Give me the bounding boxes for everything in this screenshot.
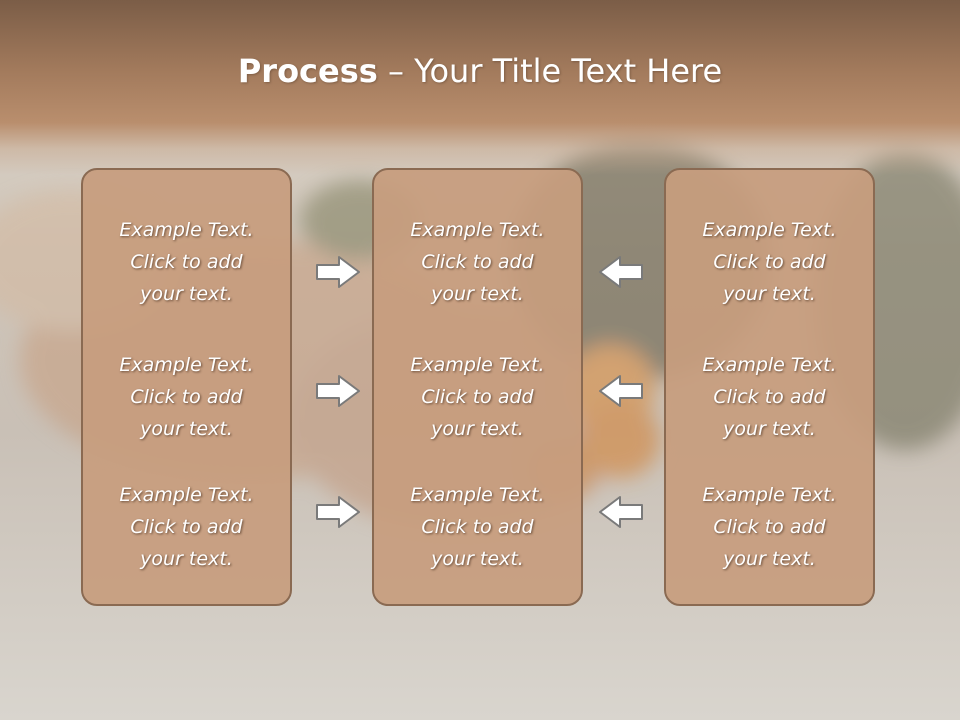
left-arrow-icon — [599, 256, 643, 288]
right-arrow-icon — [316, 375, 360, 407]
text-placeholder[interactable]: Example Text. Click to add your text. — [119, 354, 254, 440]
text-placeholder[interactable]: Example Text. Click to add your text. — [410, 484, 545, 570]
slide-title[interactable]: Process – Your Title Text Here — [0, 52, 960, 90]
text-placeholder[interactable]: Example Text. Click to add your text. — [410, 219, 545, 305]
right-arrow-icon — [316, 256, 360, 288]
text-placeholder[interactable]: Example Text. Click to add your text. — [119, 219, 254, 305]
title-bold-part: Process — [237, 52, 378, 90]
process-box-middle[interactable]: Example Text. Click to add your text. Ex… — [372, 168, 583, 606]
text-placeholder[interactable]: Example Text. Click to add your text. — [119, 484, 254, 570]
right-arrow-icon — [316, 496, 360, 528]
process-box-left[interactable]: Example Text. Click to add your text. Ex… — [81, 168, 292, 606]
header-band — [0, 0, 960, 175]
title-rest: – Your Title Text Here — [377, 52, 723, 90]
text-placeholder[interactable]: Example Text. Click to add your text. — [702, 484, 837, 570]
process-box-right[interactable]: Example Text. Click to add your text. Ex… — [664, 168, 875, 606]
text-placeholder[interactable]: Example Text. Click to add your text. — [702, 219, 837, 305]
left-arrow-icon — [599, 375, 643, 407]
text-placeholder[interactable]: Example Text. Click to add your text. — [410, 354, 545, 440]
text-placeholder[interactable]: Example Text. Click to add your text. — [702, 354, 837, 440]
left-arrow-icon — [599, 496, 643, 528]
